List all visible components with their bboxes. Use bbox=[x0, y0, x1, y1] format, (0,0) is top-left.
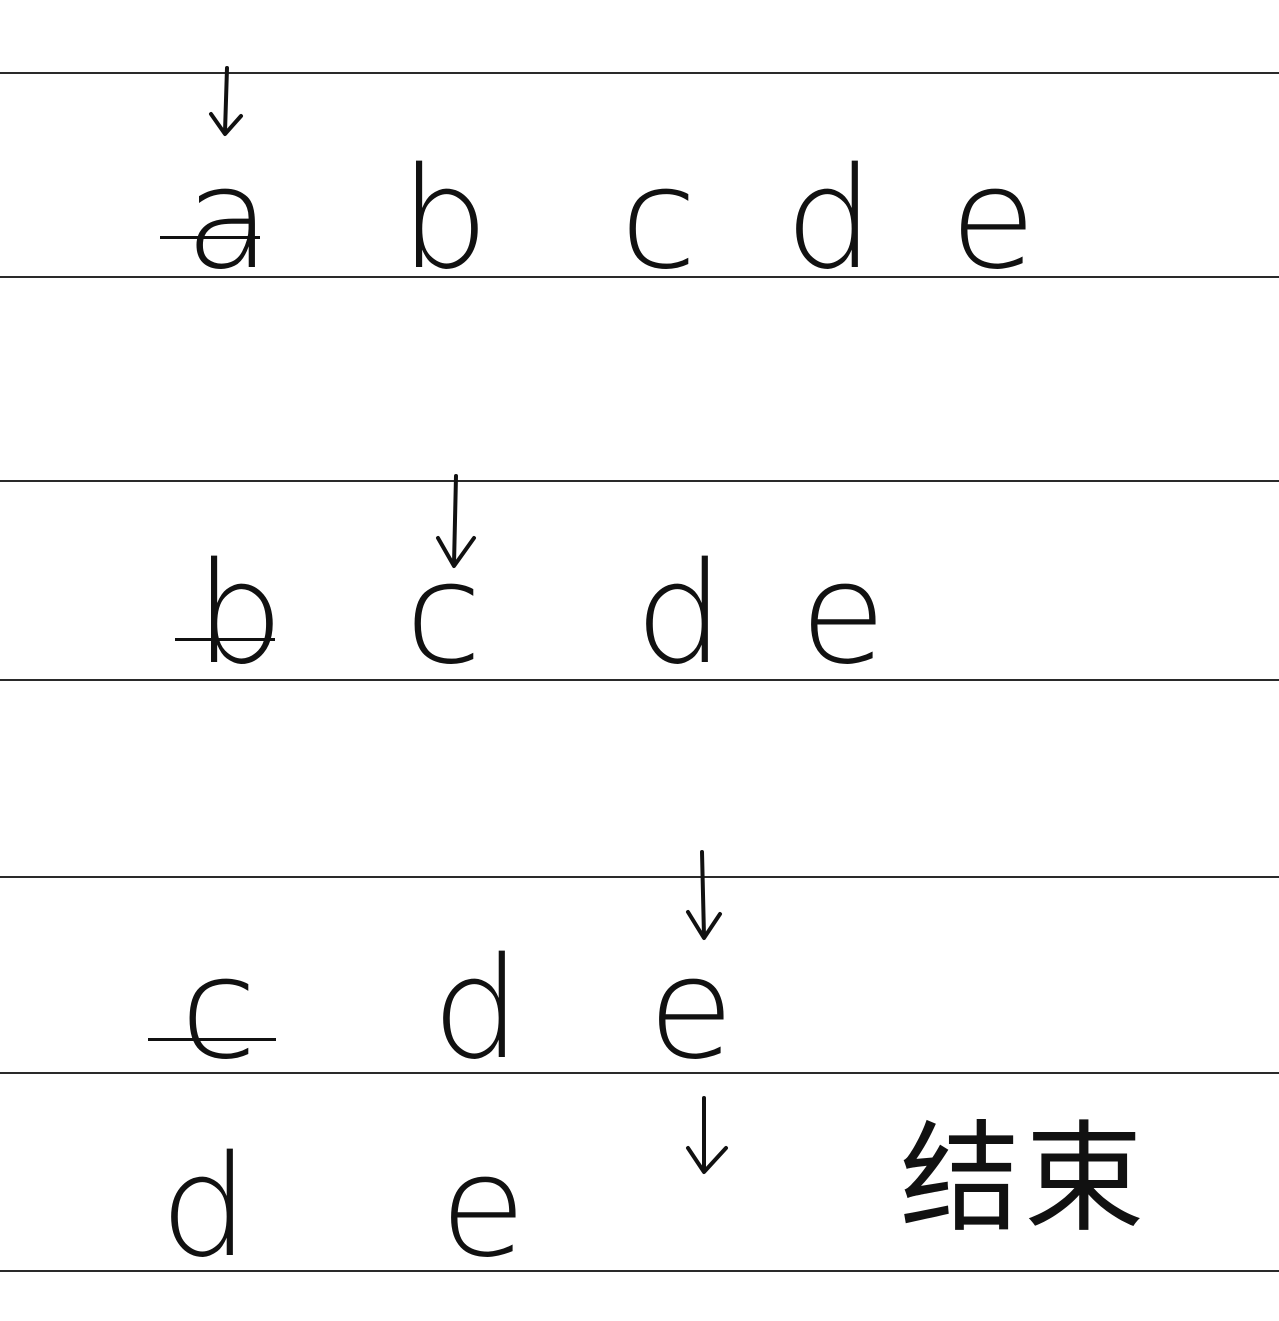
row2-letter-e: e bbox=[800, 533, 887, 696]
row1-letter-a: a bbox=[185, 138, 271, 301]
row1-letter-c: c bbox=[620, 138, 697, 301]
end-label: 结束 bbox=[900, 1110, 1148, 1249]
row1-letter-b: b bbox=[400, 138, 489, 301]
ruled-line bbox=[0, 1270, 1279, 1272]
ruled-line bbox=[0, 679, 1279, 681]
row2-strike-b bbox=[175, 638, 275, 641]
row4-letter-d: d bbox=[160, 1126, 249, 1289]
row2-letter-b: b bbox=[195, 533, 284, 696]
ruled-line bbox=[0, 480, 1279, 482]
row2-letter-d: d bbox=[635, 533, 724, 696]
row1-strike-a bbox=[160, 236, 260, 239]
row3-strike-c bbox=[148, 1038, 276, 1041]
down-arrow-icon bbox=[686, 1096, 728, 1174]
down-arrow-icon bbox=[686, 850, 722, 940]
ruled-line bbox=[0, 276, 1279, 278]
ruled-line bbox=[0, 1072, 1279, 1074]
row2-letter-c: c bbox=[405, 533, 482, 696]
row3-letter-d: d bbox=[432, 928, 521, 1091]
ruled-line bbox=[0, 72, 1279, 74]
row1-letter-e: e bbox=[950, 138, 1037, 301]
row1-letter-d: d bbox=[785, 138, 874, 301]
row4-letter-e: e bbox=[440, 1126, 527, 1289]
row3-letter-c: c bbox=[180, 928, 257, 1091]
row3-letter-e: e bbox=[648, 928, 735, 1091]
down-arrow-icon bbox=[436, 474, 476, 568]
ruled-line bbox=[0, 876, 1279, 878]
down-arrow-icon bbox=[209, 66, 243, 136]
